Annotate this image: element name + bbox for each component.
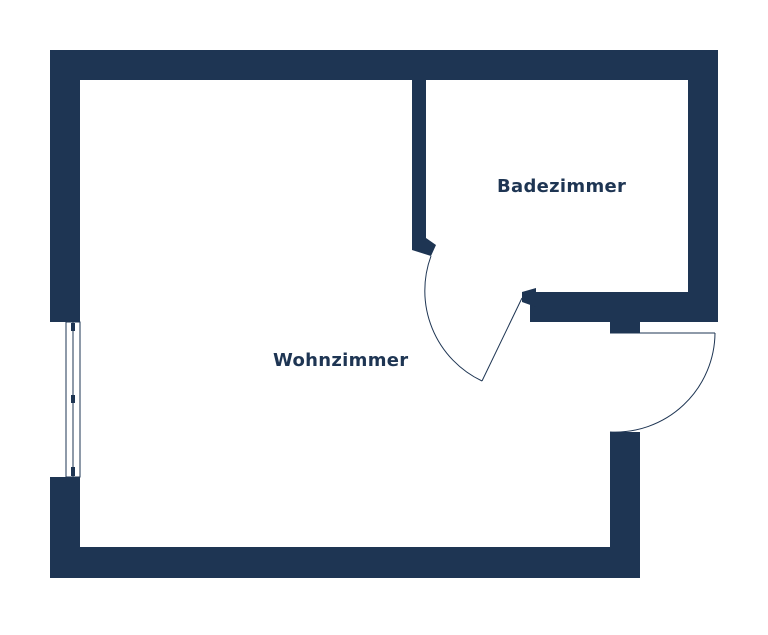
wall-right-upper (688, 50, 718, 322)
wall-left-upper (50, 50, 80, 322)
room-label-badezimmer: Badezimmer (497, 176, 627, 197)
walls (50, 50, 718, 578)
wall-right-lower (610, 432, 640, 578)
wall-interior-jamb (412, 238, 436, 256)
wall-interior (412, 80, 426, 240)
wall-top (50, 50, 718, 80)
wall-entrance-stub (610, 292, 640, 333)
window-left (65, 321, 81, 478)
door-entrance (609, 332, 716, 433)
door-bathroom (424, 255, 523, 382)
room-label-wohnzimmer: Wohnzimmer (273, 350, 409, 371)
wall-bathroom-door-jamb (522, 288, 536, 307)
wall-bottom (50, 547, 640, 578)
